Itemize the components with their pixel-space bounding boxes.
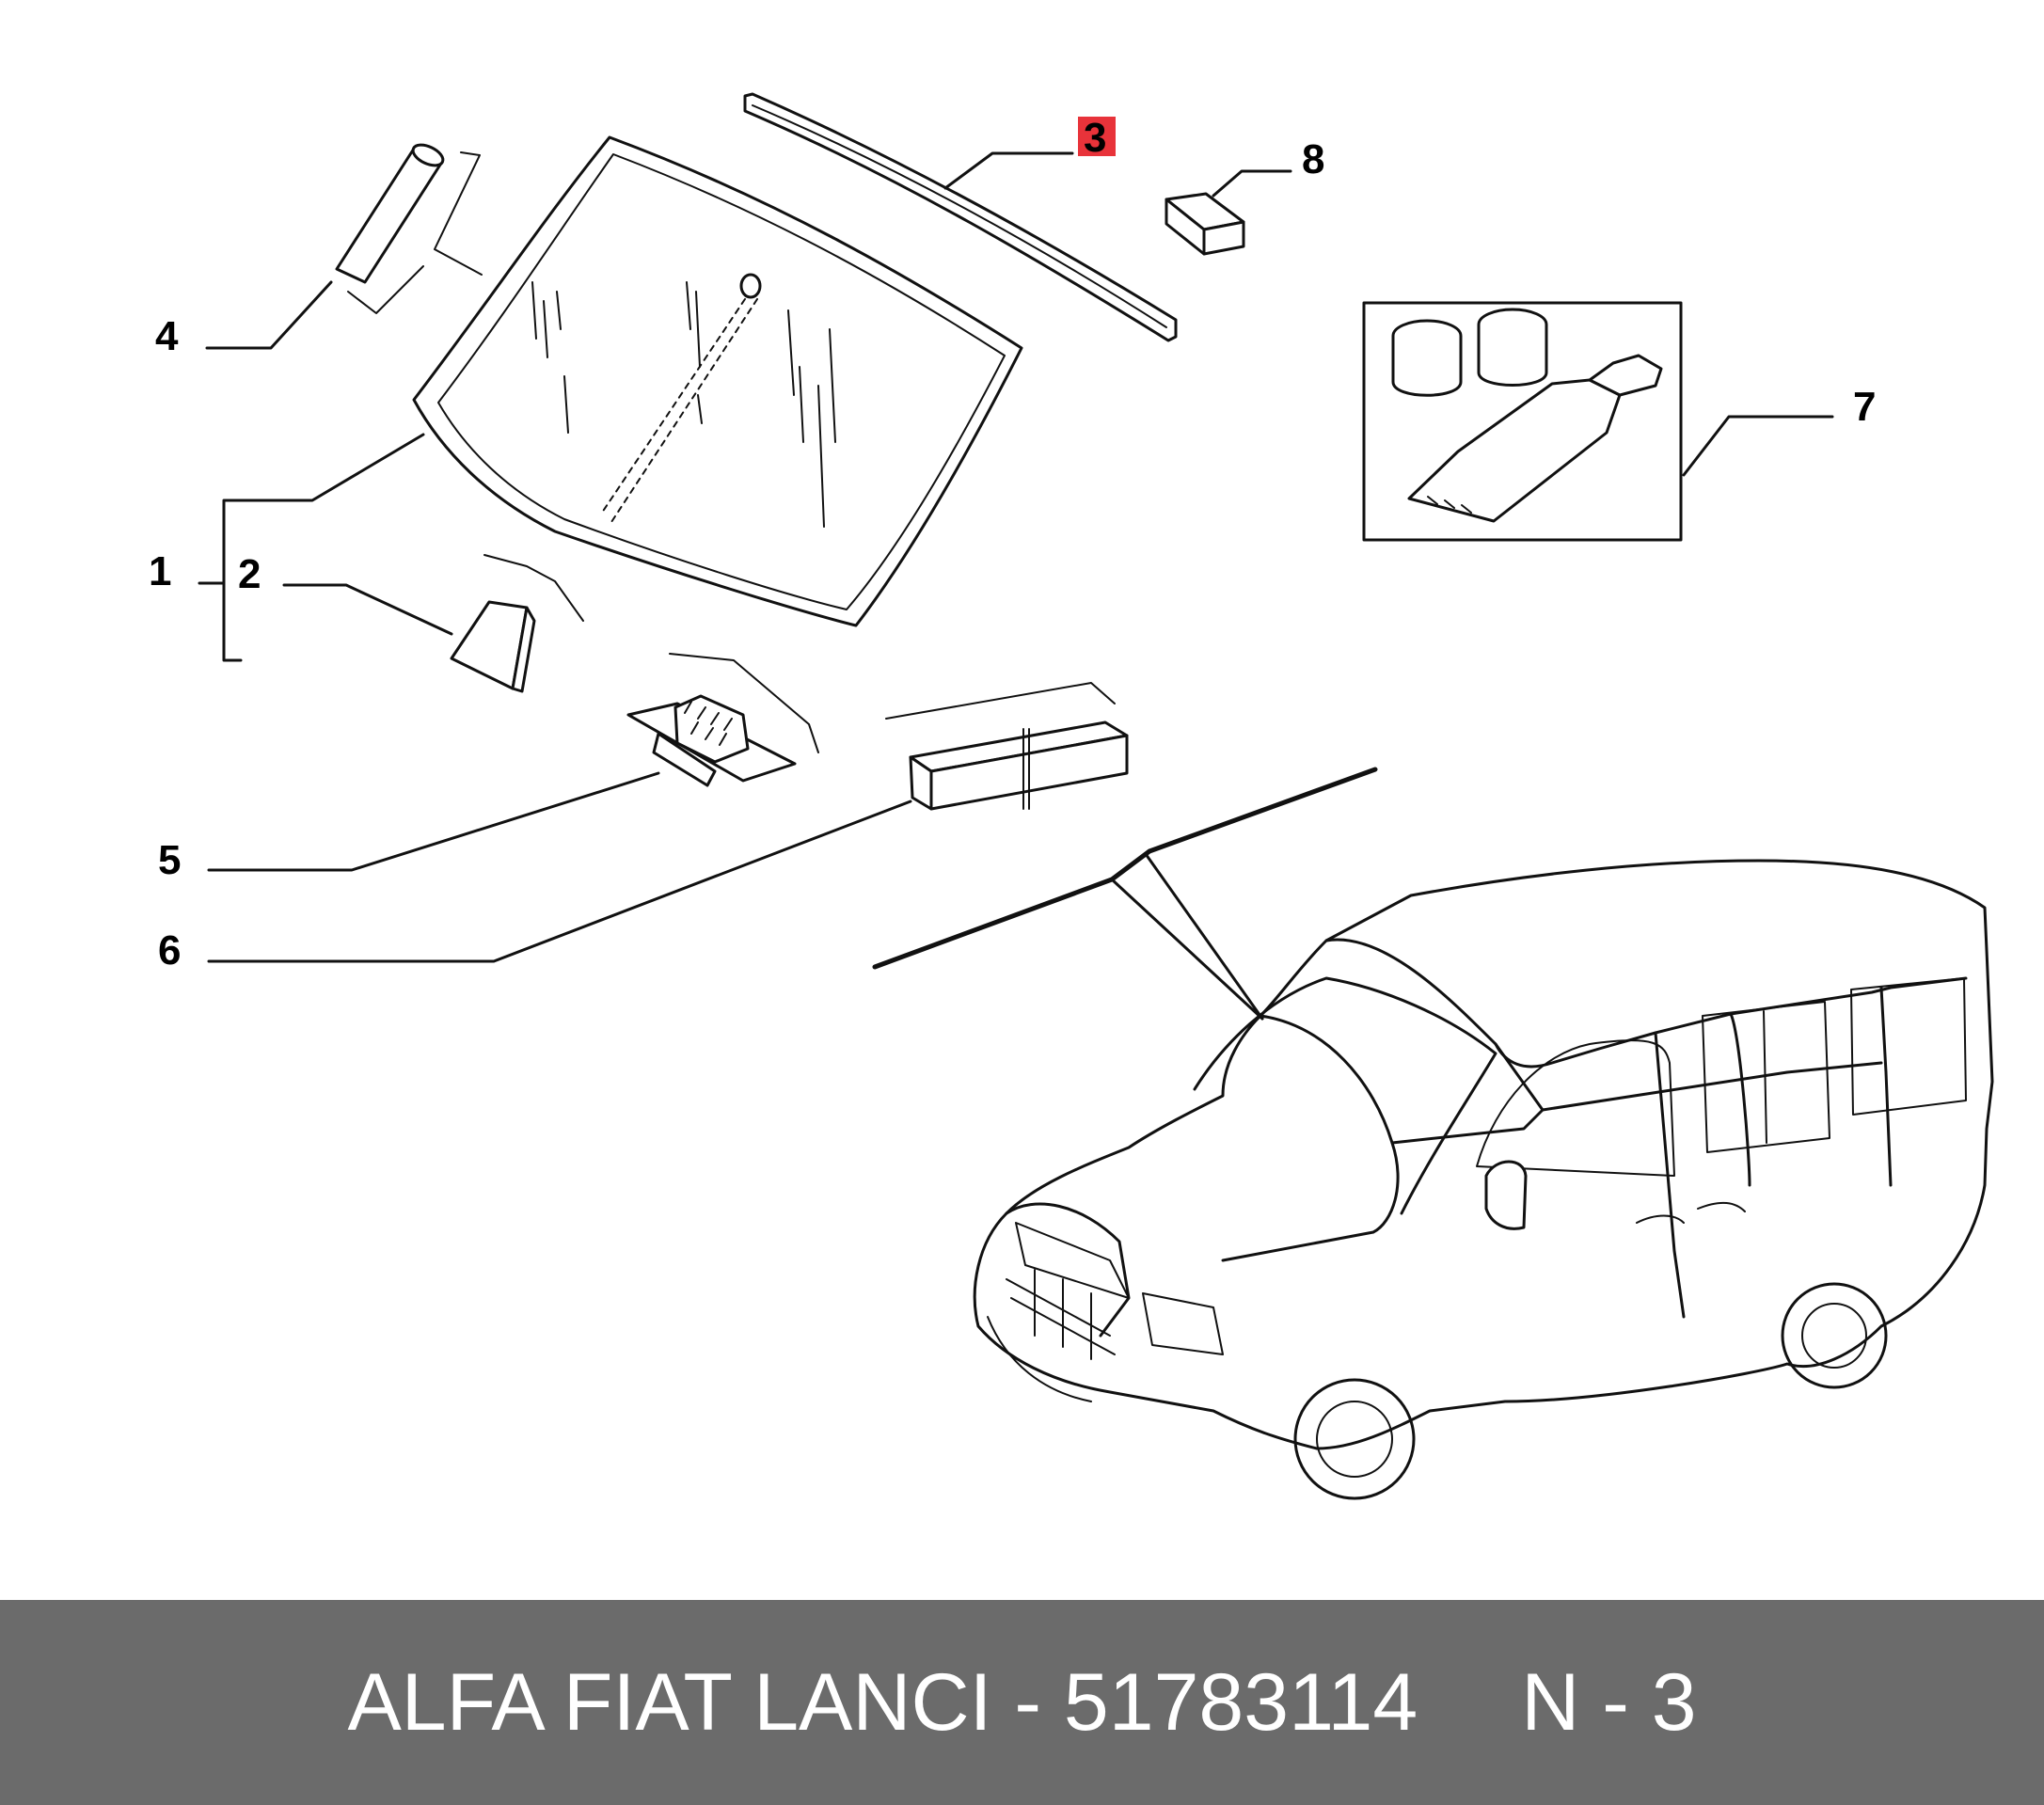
vehicle-outline [872, 767, 1994, 1500]
part-2-wedge [450, 554, 584, 693]
footer-caption: ALFA FIAT LANCI - 51783114 N - 3 [0, 1600, 2044, 1805]
part-number-text: ALFA FIAT LANCI - 51783114 [347, 1656, 1418, 1748]
part-4-foam-strip [335, 143, 483, 314]
callout-4: 4 [155, 313, 179, 359]
callout-labels: 1 2 3 4 5 6 7 8 [149, 115, 1876, 974]
part-1-windscreen [412, 135, 1023, 627]
part-8-block [1165, 192, 1245, 256]
exploded-parts-diagram: 1 2 3 4 5 6 7 8 [149, 92, 1994, 1500]
reference-number-text: N - 3 [1521, 1656, 1697, 1748]
part-5-connector-clip [626, 653, 819, 787]
callout-1: 1 [149, 548, 171, 594]
part-3-moulding-strip [743, 92, 1178, 342]
callout-5: 5 [158, 837, 181, 883]
callout-3: 3 [1084, 115, 1106, 161]
part-6-bracket-box [885, 682, 1129, 811]
callout-8: 8 [1302, 136, 1324, 182]
footer-banner: ALFA FIAT LANCI - 51783114 N - 3 [0, 1600, 2044, 1805]
callout-3-highlight [1078, 117, 1116, 156]
part-7-adhesive-kit [1362, 301, 1683, 542]
leader-lines [198, 151, 1834, 963]
callout-6: 6 [158, 927, 181, 974]
callout-2: 2 [238, 551, 261, 597]
callout-7: 7 [1853, 384, 1876, 430]
